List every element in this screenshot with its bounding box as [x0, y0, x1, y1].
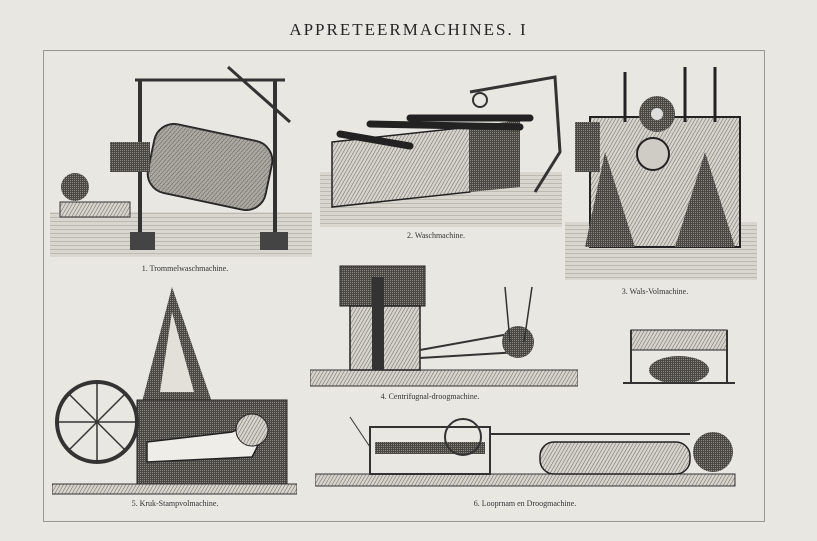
- caption-figure-3: 3. Wals-Volmachine.: [621, 287, 689, 296]
- figure-drum-washing-machine: [50, 62, 312, 257]
- plate-title: APPRETEERMACHINES. I: [289, 20, 528, 39]
- caption-figure-2: 2. Waschmachine.: [406, 231, 466, 240]
- caption-figure-5: 5. Kruk-Stampvolmachine.: [131, 499, 219, 508]
- caption-figure-6: 6. Looprnam en Droogmachine.: [473, 499, 577, 508]
- caption-figure-4: 4. Centrifugnal-droogmachine.: [380, 392, 480, 401]
- figure-centrifugal-drying-machine: [310, 262, 578, 388]
- figure-tenter-and-drying-machine: [315, 412, 740, 490]
- plate-frame: [43, 50, 765, 522]
- figure-washing-machine: [320, 72, 562, 227]
- figure-crank-fulling-mill: [52, 282, 297, 496]
- figure-roller-fulling-machine: [565, 62, 757, 280]
- figure-small-drying-apparatus: [623, 325, 735, 391]
- caption-figure-1: 1. Trommelwaschmachine.: [141, 264, 229, 273]
